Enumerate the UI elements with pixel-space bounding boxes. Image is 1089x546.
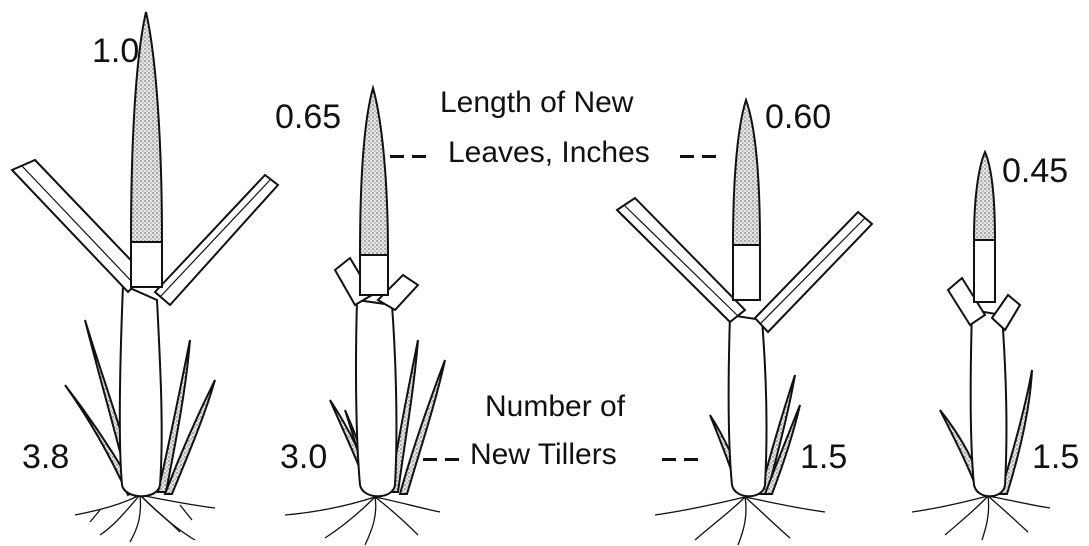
- plant-3-stem: [729, 315, 767, 496]
- plant-3-sheath: [733, 245, 760, 300]
- plant-3-roots: [655, 497, 825, 545]
- plant-4: [912, 152, 1050, 540]
- tiller-caption-leader-left: [423, 458, 437, 461]
- plant-1-tillers: 3.8: [22, 438, 69, 477]
- plant-3: [617, 100, 872, 545]
- leaf-caption-leader-left: [412, 155, 426, 158]
- leaf-caption-leader-left: [390, 155, 404, 158]
- leaf-caption-leader-right: [680, 155, 694, 158]
- tiller-caption-leader-left: [445, 458, 459, 461]
- tiller-caption-leader-right: [684, 458, 698, 461]
- leaf-caption-line-2: Leaves, Inches: [448, 136, 650, 170]
- tiller-caption-leader-right: [662, 458, 676, 461]
- plant-2-tillers: 3.0: [280, 438, 327, 477]
- plant-2-leaf-length: 0.65: [275, 98, 341, 137]
- plant-4-new-leaf: [974, 152, 995, 240]
- plant-1-stem: [120, 285, 162, 496]
- plant-4-tillers: 1.5: [1032, 438, 1079, 477]
- leaf-caption-leader-right: [702, 155, 716, 158]
- tiller-caption-line-2: New Tillers: [470, 438, 617, 472]
- plant-4-roots: [912, 496, 1050, 540]
- plant-2-stem: [356, 300, 396, 496]
- plant-4-leaf-length: 0.45: [1002, 152, 1068, 191]
- plant-3-leaf-length: 0.60: [765, 98, 831, 137]
- plant-3-tillers: 1.5: [800, 438, 847, 477]
- plant-3-new-leaf: [733, 100, 760, 245]
- plant-4-sheath: [974, 240, 995, 302]
- plant-1-leaf: [155, 175, 278, 305]
- plant-1-sheath: [131, 242, 162, 287]
- plant-3-leaf: [755, 212, 872, 332]
- plant-2-new-leaf: [360, 88, 388, 255]
- plant-2-roots: [285, 497, 440, 545]
- plant-1-roots: [75, 495, 215, 542]
- tiller-caption-line-1: Number of: [485, 390, 625, 424]
- plant-4-stem: [971, 310, 1007, 496]
- plant-1-leaf-length: 1.0: [92, 32, 139, 71]
- plant-2-sheath: [360, 255, 388, 295]
- leaf-caption-line-1: Length of New: [440, 86, 633, 120]
